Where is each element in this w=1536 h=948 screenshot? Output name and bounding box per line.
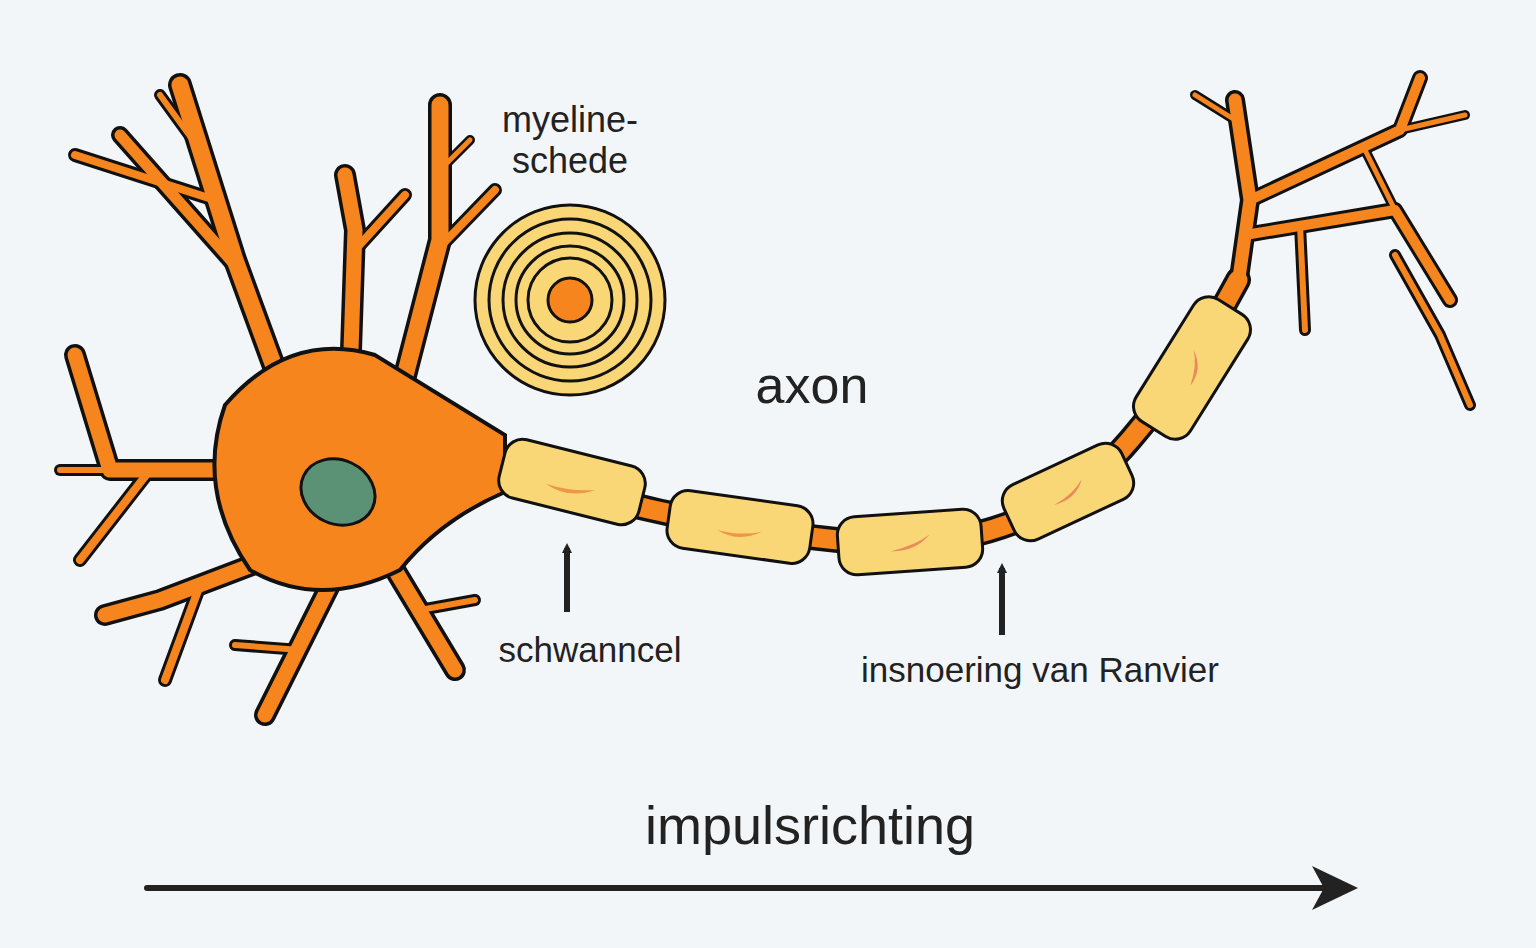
direction-arrowhead [1312,866,1358,910]
part-label: schwanncel [499,630,682,670]
direction-arrow [147,885,1338,891]
myelin-cross-section [475,205,665,395]
dendrite-fills [60,78,1470,715]
nucleus [290,447,386,537]
part-label: axon [756,356,869,416]
leader-arrow [564,548,570,612]
dendrite-outlines [60,78,1470,715]
direction-label: impulsrichting [645,794,975,856]
part-label: myeline- schede [485,99,655,182]
cell-body [214,349,505,590]
cell-body-fill [220,357,498,581]
leader-arrow [999,568,1005,635]
part-label: insnoering van Ranvier [861,650,1219,690]
